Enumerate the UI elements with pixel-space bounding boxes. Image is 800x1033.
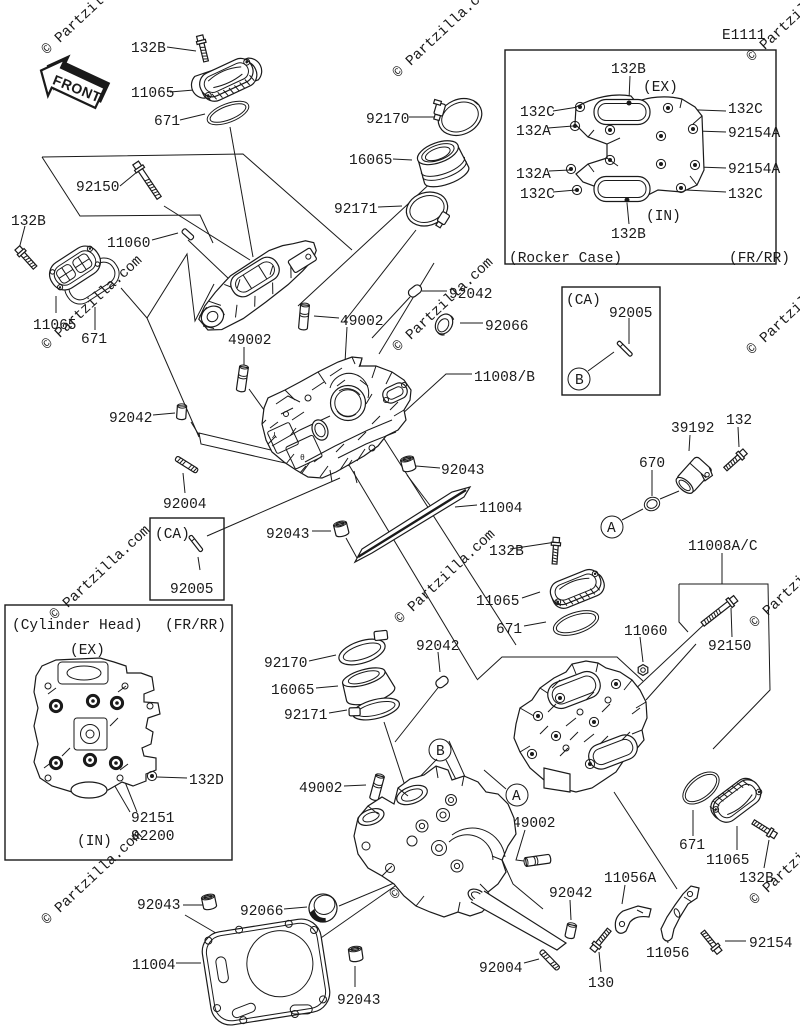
svg-text:92004: 92004 [479,961,523,977]
svg-text:(FR/RR): (FR/RR) [729,251,790,267]
svg-text:11065: 11065 [131,86,175,102]
svg-text:A: A [607,521,616,537]
svg-text:132C: 132C [728,187,763,203]
svg-text:B: B [575,373,584,389]
svg-text:92043: 92043 [441,463,485,479]
svg-text:132: 132 [726,413,752,429]
svg-text:(IN): (IN) [646,209,681,225]
svg-text:671: 671 [496,622,522,638]
svg-text:132A: 132A [516,124,551,140]
svg-text:49002: 49002 [512,816,556,832]
svg-text:92042: 92042 [416,639,460,655]
svg-text:11065: 11065 [33,318,77,334]
svg-text:49002: 49002 [299,781,343,797]
svg-text:(FR/RR): (FR/RR) [165,618,226,634]
svg-text:θ: θ [300,454,305,463]
svg-text:11008A/C: 11008A/C [688,539,758,555]
svg-text:(EX): (EX) [643,80,678,96]
svg-text:92042: 92042 [449,287,493,303]
svg-text:(EX): (EX) [70,643,105,659]
svg-text:92005: 92005 [609,306,653,322]
svg-text:132B: 132B [739,871,774,887]
svg-text:132A: 132A [516,167,551,183]
svg-text:132C: 132C [728,102,763,118]
svg-text:132D: 132D [189,773,224,789]
svg-text:670: 670 [639,456,665,472]
svg-text:132C: 132C [520,105,555,121]
svg-text:92004: 92004 [163,497,207,513]
svg-text:92151: 92151 [131,811,175,827]
svg-text:(Rocker Case): (Rocker Case) [509,251,622,267]
svg-text:132B: 132B [611,227,646,243]
svg-text:92171: 92171 [334,202,378,218]
svg-text:11060: 11060 [624,624,668,640]
svg-text:92170: 92170 [366,112,410,128]
svg-text:92042: 92042 [549,886,593,902]
svg-text:132B: 132B [611,62,646,78]
svg-text:130: 130 [588,976,614,992]
svg-text:B: B [436,744,445,760]
svg-text:11056: 11056 [646,946,690,962]
svg-text:39192: 39192 [671,421,715,437]
svg-text:E1111: E1111 [722,28,766,44]
svg-text:11065: 11065 [476,594,520,610]
svg-text:16065: 16065 [271,683,315,699]
svg-text:49002: 49002 [228,333,272,349]
svg-text:92171: 92171 [284,708,328,724]
svg-text:92154A: 92154A [728,162,781,178]
svg-text:11060: 11060 [107,236,151,252]
svg-text:11004: 11004 [132,958,176,974]
svg-text:92150: 92150 [708,639,752,655]
svg-text:132B: 132B [489,544,524,560]
svg-text:132B: 132B [131,41,166,57]
svg-text:132B: 132B [11,214,46,230]
svg-text:92043: 92043 [137,898,181,914]
svg-text:92066: 92066 [485,319,529,335]
svg-text:92043: 92043 [266,527,310,543]
svg-text:11004: 11004 [479,501,523,517]
svg-text:92154A: 92154A [728,126,781,142]
svg-text:92200: 92200 [131,829,175,845]
svg-text:(CA): (CA) [155,527,190,543]
svg-text:132C: 132C [520,187,555,203]
svg-text:92066: 92066 [240,904,284,920]
svg-text:16065: 16065 [349,153,393,169]
svg-text:(Cylinder Head): (Cylinder Head) [12,618,143,634]
svg-text:11065: 11065 [706,853,750,869]
svg-text:92170: 92170 [264,656,308,672]
svg-text:⅄: ⅄ [271,432,277,441]
svg-text:92043: 92043 [337,993,381,1009]
svg-text:11008/B: 11008/B [474,370,535,386]
svg-text:92154: 92154 [749,936,793,952]
svg-text:A: A [512,789,521,805]
svg-text:671: 671 [679,838,705,854]
svg-text:(CA): (CA) [566,293,601,309]
svg-text:92042: 92042 [109,411,153,427]
svg-text:49002: 49002 [340,314,384,330]
svg-text:671: 671 [81,332,107,348]
svg-text:11056A: 11056A [604,871,657,887]
svg-text:92005: 92005 [170,582,214,598]
svg-text:92150: 92150 [76,180,120,196]
svg-text:671: 671 [154,114,180,130]
svg-text:(IN): (IN) [77,834,112,850]
